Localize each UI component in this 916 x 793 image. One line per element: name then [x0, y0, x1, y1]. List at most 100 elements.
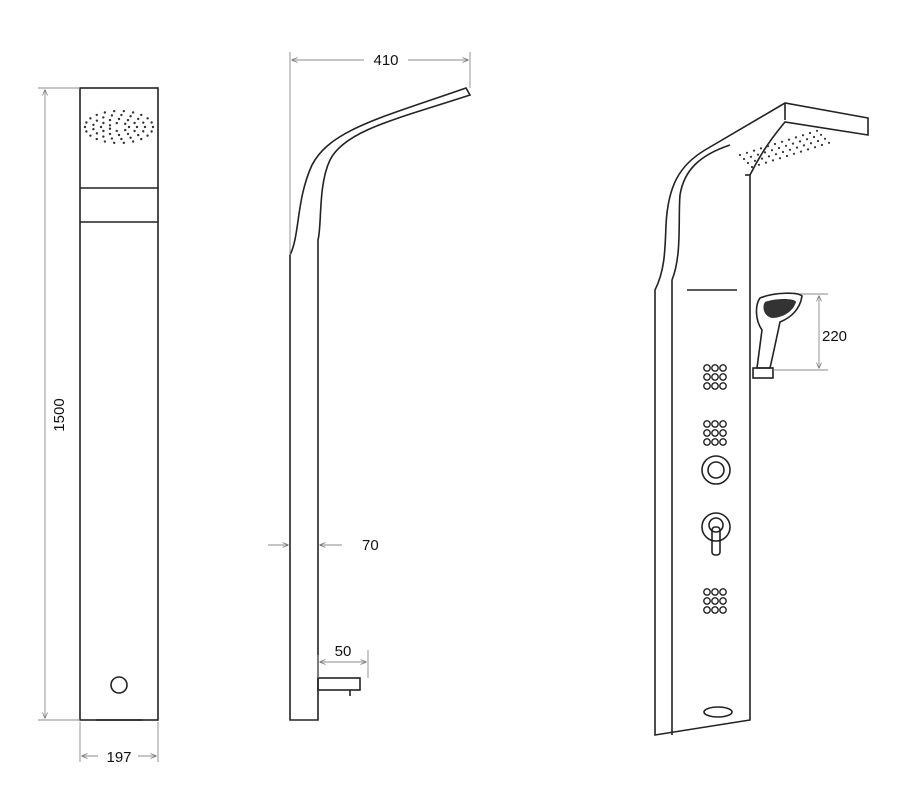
nozzle-dot [773, 142, 777, 146]
nozzle-dot [95, 119, 99, 122]
nozzle-dot [112, 109, 116, 113]
side-view: 410 70 50 [268, 50, 472, 721]
nozzle-dot [815, 129, 819, 132]
nozzle-dot [778, 157, 782, 160]
body-jets [703, 364, 727, 614]
nozzle-dot [85, 121, 88, 124]
tub-spout [703, 706, 733, 718]
reach-dimension: 410 [289, 50, 471, 255]
nozzle-dot [767, 155, 771, 158]
nozzle-dot [142, 130, 145, 133]
nozzle-dot [802, 144, 806, 147]
nozzle-dot [110, 137, 114, 140]
nozzle-dot [92, 128, 95, 131]
depth-dimension: 70 [268, 537, 379, 554]
nozzle-dot [143, 125, 147, 129]
perspective-view: 220 [654, 102, 869, 736]
nozzle-dot [95, 113, 98, 117]
jet-nozzle [711, 429, 719, 437]
reach-label: 410 [373, 52, 398, 69]
tub-spout [317, 677, 361, 691]
jet-nozzle [703, 420, 711, 428]
side-panel-outline [289, 87, 472, 721]
nozzle-dot [124, 122, 127, 126]
nozzle-dot [102, 121, 105, 125]
nozzle-dot [808, 131, 812, 135]
nozzle-dot [785, 154, 789, 158]
jet-nozzle [711, 438, 719, 446]
nozzle-dot [131, 111, 135, 114]
shower-head-nozzles [83, 109, 155, 145]
nozzle-dot [137, 117, 140, 121]
nozzle-dot [102, 129, 105, 133]
nozzle-dot [92, 123, 95, 126]
nozzle-dot [819, 133, 823, 136]
nozzle-dot [760, 157, 764, 160]
nozzle-dot [135, 125, 139, 129]
nozzle-dot [133, 129, 136, 133]
jet-nozzle [719, 382, 727, 390]
nozzle-dot [780, 140, 784, 143]
nozzle-dot [117, 117, 121, 121]
nozzle-dot [801, 134, 805, 137]
nozzle-dot [122, 141, 126, 145]
nozzle-dot [764, 161, 768, 164]
nozzle-dot [813, 146, 817, 149]
nozzle-dot [120, 113, 123, 117]
jet-nozzle [703, 373, 711, 381]
nozzle-dot [766, 145, 770, 148]
nozzle-dot [774, 153, 778, 156]
spout-label: 50 [335, 643, 352, 660]
nozzle-dot [127, 125, 131, 129]
nozzle-dot [806, 148, 810, 151]
jet-nozzle [719, 420, 727, 428]
nozzle-dot [809, 142, 813, 145]
jet-nozzle [719, 373, 727, 381]
spout-dimension: 50 [317, 643, 369, 678]
jet-nozzle [719, 597, 727, 605]
nozzle-dot [103, 140, 107, 143]
jet-nozzle [703, 382, 711, 390]
height-label: 1500 [51, 398, 68, 431]
nozzle-dot [788, 148, 792, 151]
nozzle-dot [150, 130, 153, 133]
rain-head-nozzles [738, 129, 831, 169]
nozzle-dot [770, 149, 774, 152]
nozzle-dot [795, 146, 799, 149]
nozzle-dot [140, 137, 143, 141]
jet-nozzle [703, 597, 711, 605]
jet-nozzle [711, 588, 719, 596]
depth-label: 70 [362, 537, 379, 554]
nozzle-dot [108, 124, 112, 127]
nozzle-dot [746, 161, 750, 165]
perspective-panel-outline [654, 102, 869, 736]
nozzle-dot [102, 116, 105, 119]
jet-nozzle [719, 588, 727, 596]
nozzle-dot [146, 117, 149, 120]
nozzle-dot [120, 137, 123, 141]
jet-nozzle [711, 373, 719, 381]
jet-nozzle [703, 588, 711, 596]
nozzle-dot [146, 134, 149, 137]
jet-nozzle [703, 606, 711, 614]
nozzle-dot [757, 163, 761, 166]
nozzle-dot [108, 118, 112, 122]
nozzle-dot [95, 137, 98, 141]
jet-nozzle [711, 597, 719, 605]
nozzle-dot [99, 125, 103, 129]
nozzle-dot [115, 121, 118, 125]
nozzle-dot [95, 132, 99, 135]
nozzle-dot [787, 138, 791, 141]
jet-nozzle [711, 382, 719, 390]
nozzle-dot [750, 165, 754, 169]
nozzle-dot [131, 140, 135, 143]
hand-shower [752, 292, 803, 379]
nozzle-dot [117, 133, 121, 137]
nozzle-dot [129, 115, 132, 118]
jet-nozzle [703, 364, 711, 372]
nozzle-dot [89, 134, 92, 137]
nozzle-dot [805, 138, 809, 141]
nozzle-dot [752, 149, 756, 152]
jet-nozzle [703, 429, 711, 437]
hand-shower-label: 220 [822, 328, 847, 345]
